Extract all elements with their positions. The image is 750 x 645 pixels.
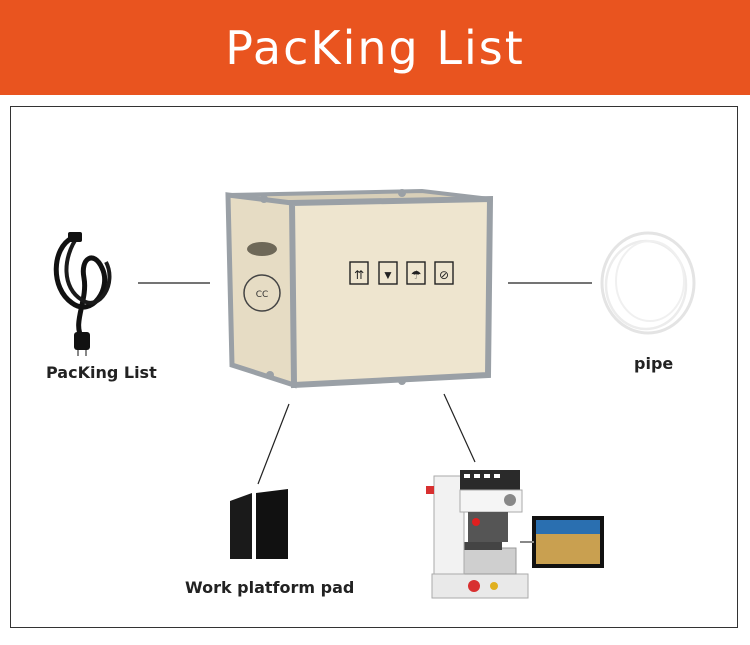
packing-list-frame [10, 106, 738, 628]
power-cable-image [53, 232, 112, 356]
connector-machine [443, 393, 476, 463]
svg-text:⇈: ⇈ [354, 268, 364, 282]
cable-label: PacKing List [46, 363, 157, 382]
page-header: PacKing List [0, 0, 750, 95]
page-title: PacKing List [225, 20, 525, 75]
wooden-crate-image: CC ⇈ ▼ ☂ ⊘ [225, 188, 494, 389]
pad-label: Work platform pad [185, 578, 355, 597]
pipe-image [600, 231, 696, 335]
work-platform-pad-image [230, 489, 288, 559]
svg-text:⊘: ⊘ [439, 268, 449, 282]
machine-image [426, 470, 604, 599]
connector-pad [257, 403, 290, 485]
svg-text:CC: CC [256, 290, 269, 300]
svg-text:▼: ▼ [382, 268, 394, 282]
pipe-label: pipe [634, 354, 674, 373]
svg-text:☂: ☂ [411, 268, 422, 282]
